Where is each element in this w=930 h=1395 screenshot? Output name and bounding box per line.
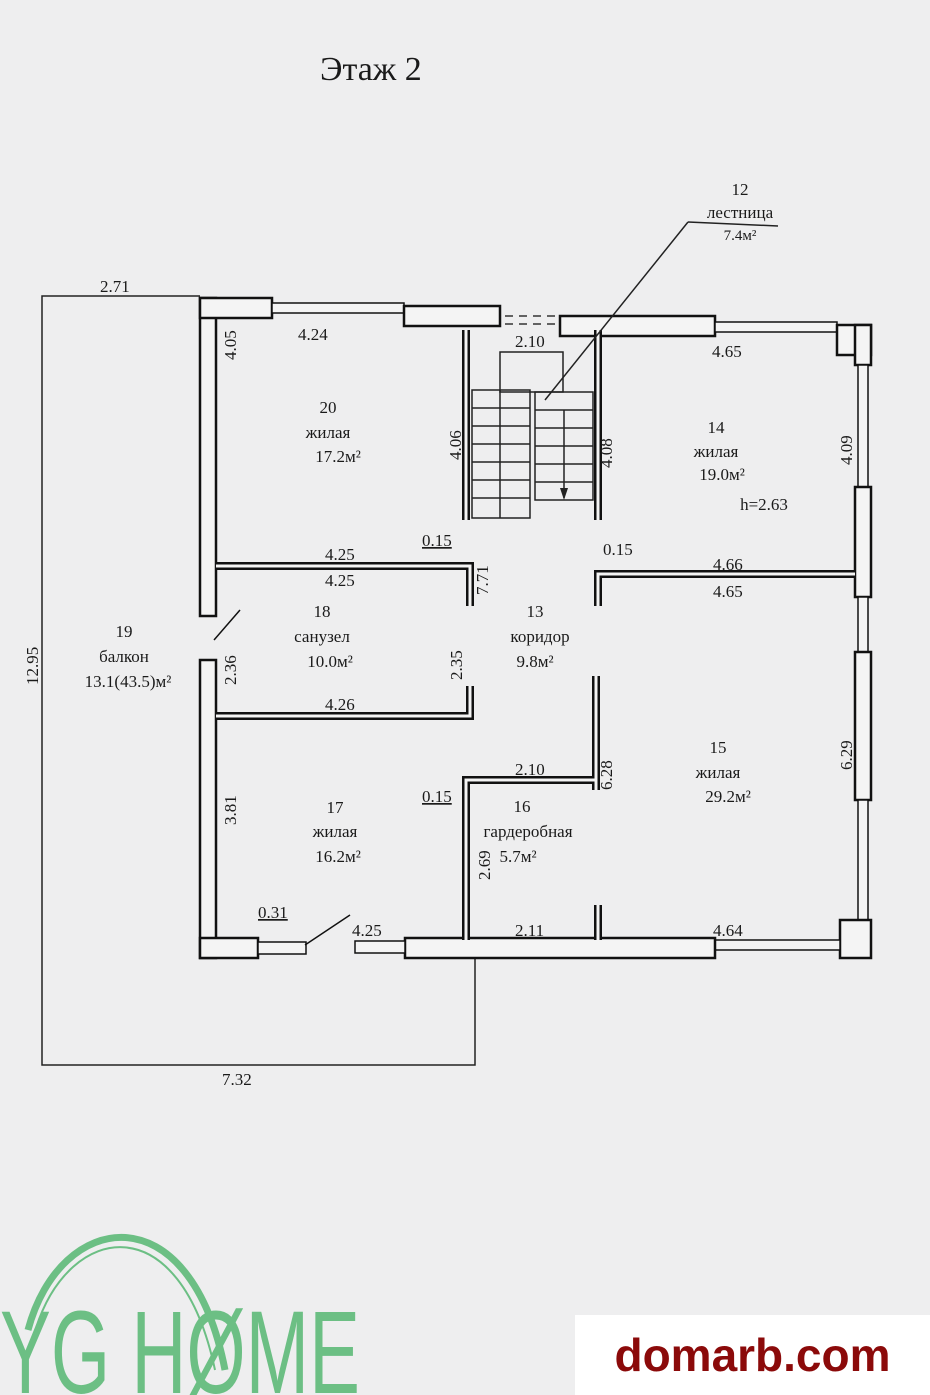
svg-text:балкон: балкон: [99, 647, 149, 666]
svg-text:2.69: 2.69: [475, 850, 494, 880]
balcony-outline: [41, 295, 476, 1066]
svg-text:2.35: 2.35: [447, 650, 466, 680]
svg-text:жилая: жилая: [312, 822, 358, 841]
svg-text:4.05: 4.05: [221, 330, 240, 360]
svg-text:4.26: 4.26: [325, 695, 355, 714]
svg-text:0.31: 0.31: [258, 903, 288, 922]
interior-walls: [216, 330, 855, 940]
room-label-17: 17 жилая 16.2м²: [312, 798, 361, 866]
svg-text:6.28: 6.28: [597, 760, 616, 790]
svg-text:4.65: 4.65: [713, 582, 743, 601]
svg-text:7.32: 7.32: [222, 1070, 252, 1089]
svg-text:16: 16: [514, 797, 531, 816]
svg-text:4.25: 4.25: [325, 545, 355, 564]
svg-text:4.08: 4.08: [597, 438, 616, 468]
svg-text:4.64: 4.64: [713, 921, 743, 940]
svg-text:13.1(43.5)м²: 13.1(43.5)м²: [85, 672, 172, 691]
plan-title: Этаж 2: [320, 51, 422, 88]
yg-home-logo: YG HØME: [0, 1210, 370, 1395]
svg-text:17.2м²: 17.2м²: [315, 447, 361, 466]
svg-text:2.71: 2.71: [100, 277, 130, 296]
domarb-watermark: domarb.com: [575, 1315, 930, 1395]
svg-text:4.65: 4.65: [712, 342, 742, 361]
svg-text:0.15: 0.15: [422, 531, 452, 550]
room-label-19: 19 балкон 13.1(43.5)м²: [85, 622, 172, 691]
staircase: [471, 221, 779, 519]
stair-leader-line: [544, 221, 689, 401]
svg-text:4.09: 4.09: [837, 435, 856, 465]
exterior-walls: [198, 296, 873, 960]
svg-text:4.06: 4.06: [446, 430, 465, 460]
svg-text:4.24: 4.24: [298, 325, 328, 344]
svg-text:2.11: 2.11: [515, 921, 544, 940]
svg-text:19.0м²: 19.0м²: [699, 465, 745, 484]
room-label-14: 14 жилая 19.0м² h=2.63: [693, 418, 788, 514]
svg-text:h=2.63: h=2.63: [740, 495, 788, 514]
svg-text:16.2м²: 16.2м²: [315, 847, 361, 866]
svg-text:4.25: 4.25: [325, 571, 355, 590]
room-label-16: 16 гардеробная 5.7м²: [483, 797, 572, 866]
svg-text:29.2м²: 29.2м²: [705, 787, 751, 806]
svg-text:17: 17: [327, 798, 345, 817]
svg-text:6.29: 6.29: [837, 740, 856, 770]
svg-text:5.7м²: 5.7м²: [499, 847, 536, 866]
room-label-13: 13 коридор 9.8м²: [510, 602, 569, 671]
svg-text:19: 19: [116, 622, 133, 641]
watermark-text: domarb.com: [614, 1329, 891, 1381]
svg-text:лестница: лестница: [707, 203, 774, 222]
svg-text:2.10: 2.10: [515, 760, 545, 779]
svg-text:YG HØME: YG HØME: [0, 1287, 360, 1395]
svg-text:18: 18: [314, 602, 331, 621]
room-label-20: 20 жилая 17.2м²: [305, 398, 361, 466]
svg-text:7.4м²: 7.4м²: [724, 228, 757, 244]
svg-text:жилая: жилая: [693, 442, 739, 461]
dimension-labels: 2.71 12.95 7.32 4.24 4.05 2.10 4.06 4.08…: [23, 277, 856, 1089]
svg-text:0.15: 0.15: [422, 787, 452, 806]
svg-text:2.36: 2.36: [221, 655, 240, 685]
svg-text:0.15: 0.15: [603, 540, 633, 559]
svg-text:коридор: коридор: [510, 627, 569, 646]
svg-text:жилая: жилая: [695, 763, 741, 782]
svg-text:4.25: 4.25: [352, 921, 382, 940]
svg-text:2.10: 2.10: [515, 332, 545, 351]
svg-text:12.95: 12.95: [23, 647, 42, 685]
svg-text:4.66: 4.66: [713, 555, 743, 574]
svg-text:12: 12: [732, 180, 749, 199]
svg-text:15: 15: [710, 738, 727, 757]
room-label-12: 12 лестница 7.4м²: [707, 180, 774, 244]
svg-text:гардеробная: гардеробная: [483, 822, 572, 841]
svg-text:санузел: санузел: [294, 627, 350, 646]
svg-text:10.0м²: 10.0м²: [307, 652, 353, 671]
svg-text:жилая: жилая: [305, 423, 351, 442]
room-label-18: 18 санузел 10.0м²: [294, 602, 353, 671]
room-label-15: 15 жилая 29.2м²: [695, 738, 751, 806]
svg-text:13: 13: [527, 602, 544, 621]
svg-text:9.8м²: 9.8м²: [516, 652, 553, 671]
svg-text:14: 14: [708, 418, 726, 437]
svg-text:20: 20: [320, 398, 337, 417]
svg-text:3.81: 3.81: [221, 795, 240, 825]
svg-text:7.71: 7.71: [473, 565, 492, 595]
